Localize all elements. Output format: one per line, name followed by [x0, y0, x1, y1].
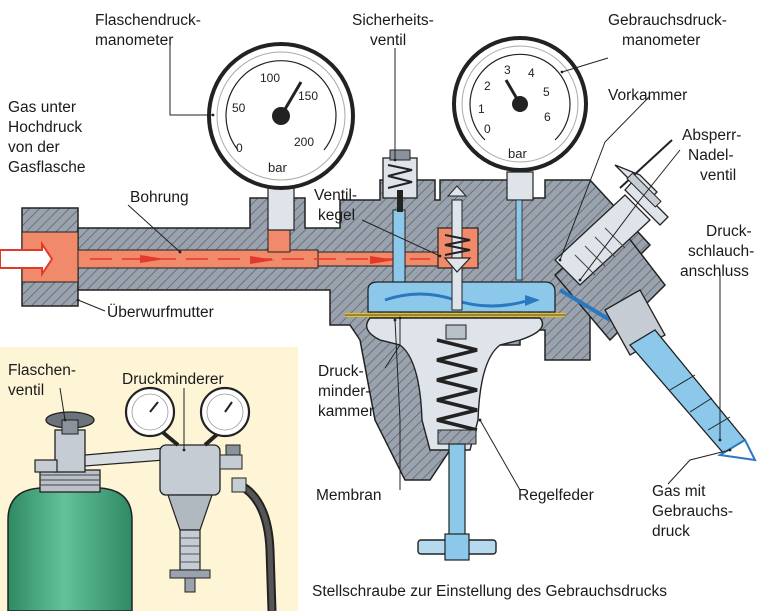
- label-gebrauchsdruckmanometer-2: manometer: [622, 32, 700, 49]
- label-druckminderkammer-2: minder-: [318, 383, 371, 400]
- label-membran: Membran: [316, 487, 381, 504]
- label-gas-gebrauchsdruck-2: Gebrauchs-: [652, 503, 733, 520]
- gauge-low-tick-3: 3: [504, 63, 511, 77]
- valve-cone: [443, 257, 472, 273]
- regulator-inset: [124, 386, 251, 593]
- gauge-low-tick-6: 6: [544, 110, 551, 124]
- label-ventilkegel-2: kegel: [318, 207, 355, 224]
- label-sicherheitsventil-1: Sicherheits-: [352, 12, 434, 29]
- label-sicherheitsventil-2: ventil: [370, 32, 406, 49]
- label-gas-gebrauchsdruck-3: druck: [652, 523, 690, 540]
- gauge-high-tick-150: 150: [298, 89, 318, 103]
- gauge-high-unit: bar: [268, 160, 287, 175]
- leader-lines: [59, 44, 732, 491]
- label-druckminderkammer-1: Druck-: [318, 363, 364, 380]
- label-gas-hochdruck-3: von der: [8, 139, 60, 156]
- label-flaschenventil-1: Flaschen-: [8, 362, 76, 379]
- label-absperrnadelventil-2: Nadel-: [688, 147, 734, 164]
- label-stellschraube: Stellschraube zur Einstellung des Gebrau…: [312, 583, 667, 600]
- cylinder-valve: [34, 411, 95, 473]
- gas-cylinder: [7, 487, 133, 611]
- gauge-high-tick-100: 100: [260, 71, 280, 85]
- label-gas-gebrauchsdruck-1: Gas mit: [652, 483, 706, 500]
- gauge-low-pressure: 0 1 2 3 4 5 6 bar: [452, 36, 588, 201]
- label-druckminderkammer-3: kammer: [318, 403, 374, 420]
- adjusting-screw: [417, 443, 497, 561]
- regulating-spring: [436, 338, 478, 432]
- label-absperrnadelventil-3: ventil: [700, 167, 736, 184]
- label-gas-hochdruck-1: Gas unter: [8, 99, 76, 116]
- label-flaschenventil-2: ventil: [8, 382, 44, 399]
- gauge-low-tick-5: 5: [543, 85, 550, 99]
- label-absperrnadelventil-1: Absperr-: [682, 127, 741, 144]
- gauge-high-pressure: 0 50 100 150 200 bar: [207, 42, 355, 231]
- label-gebrauchsdruckmanometer-1: Gebrauchsdruck-: [608, 12, 727, 29]
- gauge-low-tick-4: 4: [528, 66, 535, 80]
- safety-valve: [382, 149, 418, 212]
- gauge-low-tick-2: 2: [484, 79, 491, 93]
- labels: Flaschendruck- manometer Sicherheits- ve…: [8, 12, 754, 600]
- label-druckschlauchanschluss-1: Druck-: [706, 223, 752, 240]
- gauge-high-tick-50: 50: [232, 101, 246, 115]
- label-flaschendruckmanometer-1: Flaschendruck-: [95, 12, 201, 29]
- gauge-low-tick-0: 0: [484, 122, 491, 136]
- label-druckminderer: Druckminderer: [122, 371, 224, 388]
- label-flaschendruckmanometer-2: manometer: [95, 32, 173, 49]
- gauge-low-unit: bar: [508, 146, 527, 161]
- gauge-high-tick-0: 0: [236, 141, 243, 155]
- label-druckschlauchanschluss-2: schlauch-: [688, 243, 754, 260]
- label-ventilkegel-1: Ventil-: [314, 187, 357, 204]
- label-druckschlauchanschluss-3: anschluss: [680, 263, 749, 280]
- gauge-high-tick-200: 200: [294, 135, 314, 149]
- label-gas-hochdruck-2: Hochdruck: [8, 119, 82, 136]
- gauge-low-tick-1: 1: [478, 102, 485, 116]
- label-ueberwurfmutter: Überwurfmutter: [107, 303, 214, 321]
- label-regelfeder: Regelfeder: [518, 487, 594, 504]
- label-vorkammer: Vorkammer: [608, 87, 687, 104]
- outlet-connector: [604, 289, 757, 462]
- label-gas-hochdruck-4: Gasflasche: [8, 159, 86, 176]
- label-bohrung: Bohrung: [130, 189, 189, 206]
- regulator-body: [0, 139, 757, 561]
- inset-panel: [0, 347, 298, 611]
